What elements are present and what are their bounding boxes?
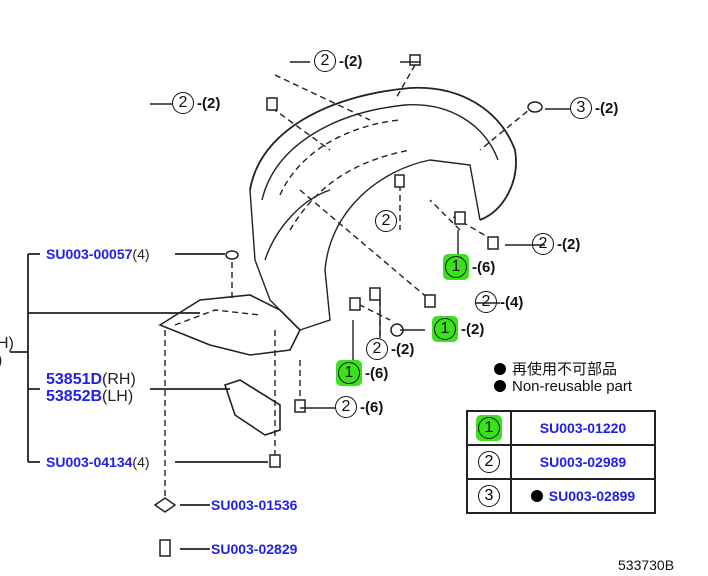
ref-cell: 2 xyxy=(466,444,512,480)
quantity: (4) xyxy=(132,454,150,470)
callout-number: 3 xyxy=(570,97,592,119)
legend-en: Non-reusable part xyxy=(494,378,632,395)
callout-number: 2 xyxy=(314,50,336,72)
callout-number: 2 xyxy=(172,92,194,114)
table-row: 3 SU003-02899 xyxy=(466,478,656,514)
callout-qty: -(2) xyxy=(595,99,619,117)
non-reusable-icon xyxy=(530,490,543,502)
parts-table: 1 SU003-01220 2 SU003-02989 3 SU003-0289… xyxy=(466,410,656,514)
quantity: (4) xyxy=(132,246,150,262)
part-number[interactable]: 53852B xyxy=(46,388,103,405)
ref-number: 2 xyxy=(478,451,500,473)
washer-part-label[interactable]: SU003-00057(4) xyxy=(46,246,150,262)
part-number-link[interactable]: SU003-01220 xyxy=(510,410,656,446)
callout-number: 2 xyxy=(335,396,357,418)
part-number-link[interactable]: SU003-02989 xyxy=(510,444,656,480)
callout-qty: -(2) xyxy=(461,320,485,338)
callout: 2-(2) xyxy=(314,50,362,72)
callout-number: 2 xyxy=(366,338,388,360)
callout-number: 1 xyxy=(445,256,467,278)
clip-part-label[interactable]: SU003-01536 xyxy=(211,497,298,513)
callout-qty: -(2) xyxy=(557,235,581,253)
bracket-lh-label[interactable]: 53852B(LH) xyxy=(46,388,133,405)
part-number-cell[interactable]: SU003-02899 xyxy=(510,478,656,514)
callout-highlighted: 1 -(2) xyxy=(432,316,484,342)
callout: 3-(2) xyxy=(570,97,618,119)
diagram-code: 533730B xyxy=(618,557,675,573)
ref-cell: 1 xyxy=(466,410,512,446)
clipped-label-bottom: ) xyxy=(0,352,2,370)
bolt-part-label[interactable]: SU003-04134(4) xyxy=(46,454,150,470)
callout-number: 2 xyxy=(532,233,554,255)
part-number[interactable]: 53851D xyxy=(46,371,103,388)
clipped-label-top: H) xyxy=(0,335,14,352)
table-row: 2 SU003-02989 xyxy=(466,444,656,480)
callout-number: 2 xyxy=(475,291,497,313)
callout: 2-(2) xyxy=(172,92,220,114)
callout-number: 2 xyxy=(375,210,397,232)
part-number[interactable]: SU003-04134 xyxy=(46,454,133,470)
callout: 2-(4) xyxy=(475,291,523,313)
ref-number: 3 xyxy=(478,485,500,507)
side: (RH) xyxy=(102,371,136,388)
callout: 2-(2) xyxy=(532,233,580,255)
legend-jp: 再使用不可部品 xyxy=(494,358,617,379)
callout-qty: -(6) xyxy=(365,364,389,382)
part-number[interactable]: SU003-00057 xyxy=(46,246,133,262)
ref-number: 1 xyxy=(478,417,500,439)
callout-number: 1 xyxy=(434,318,456,340)
table-row: 1 SU003-01220 xyxy=(466,410,656,446)
bullet-icon xyxy=(494,363,506,375)
bullet-icon xyxy=(494,380,506,392)
callout-highlighted: 1 -(6) xyxy=(336,360,388,386)
callout-highlighted: 1 -(6) xyxy=(443,254,495,280)
callout-qty: -(2) xyxy=(391,340,415,358)
callout: 2 xyxy=(375,210,400,232)
part-number-link[interactable]: SU003-02899 xyxy=(548,488,636,504)
callout: 2-(2) xyxy=(366,338,414,360)
side: (LH) xyxy=(102,388,134,405)
bracket-rh-label[interactable]: 53851D(RH) xyxy=(46,371,136,388)
callout: 2-(6) xyxy=(335,396,383,418)
callout-qty: -(6) xyxy=(360,398,384,416)
screw-part-label[interactable]: SU003-02829 xyxy=(211,541,298,557)
callout-qty: -(4) xyxy=(500,293,524,311)
callout-qty: -(2) xyxy=(339,52,363,70)
legend-text: 再使用不可部品 xyxy=(512,361,618,378)
callout-qty: -(2) xyxy=(197,94,221,112)
callout-number: 1 xyxy=(338,362,360,384)
callout-qty: -(6) xyxy=(472,258,496,276)
legend-text: Non-reusable part xyxy=(512,378,633,395)
ref-cell: 3 xyxy=(466,478,512,514)
